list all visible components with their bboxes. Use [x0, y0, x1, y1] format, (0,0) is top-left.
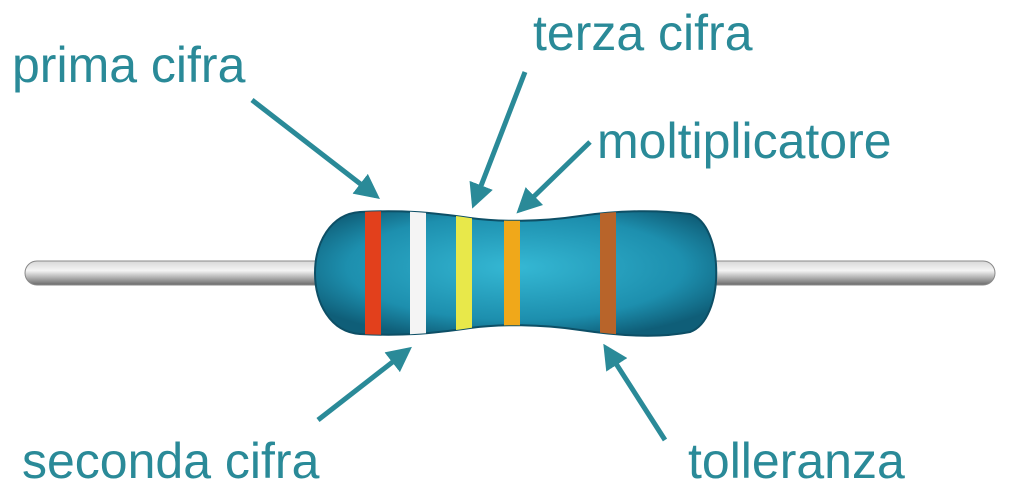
band-tolerance: [600, 211, 616, 336]
band-second-digit: [410, 211, 426, 336]
arrow-third-digit: [469, 71, 528, 209]
band-multiplier: [504, 211, 520, 336]
label-second-digit: seconda cifra: [22, 433, 320, 489]
band-first-digit: [365, 211, 381, 336]
arrow-first-digit: [250, 98, 380, 200]
resistor-body: [314, 210, 718, 337]
band-third-digit: [456, 211, 472, 336]
label-multiplier: moltiplicatore: [597, 113, 892, 169]
label-tolerance: tolleranza: [688, 433, 905, 489]
arrow-multiplier: [516, 140, 592, 214]
label-third-digit: terza cifra: [533, 5, 753, 61]
arrow-tolerance: [603, 343, 668, 442]
arrow-second-digit: [316, 346, 412, 422]
label-first-digit: prima cifra: [12, 37, 246, 93]
